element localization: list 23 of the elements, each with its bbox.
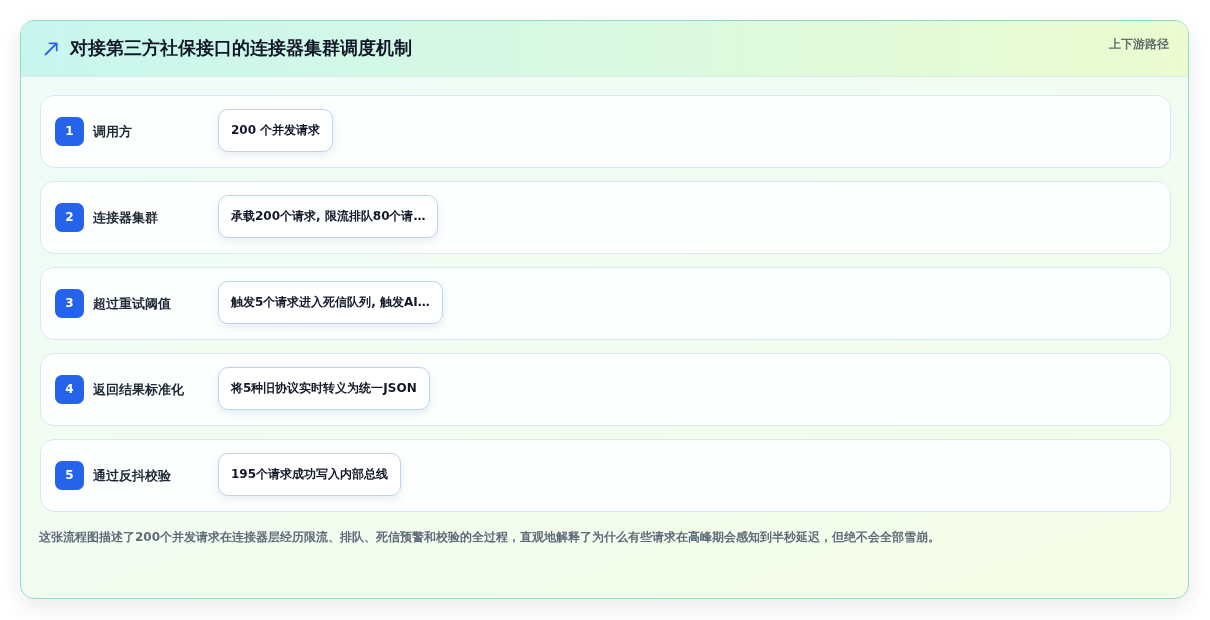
step-name: 返回结果标准化 bbox=[93, 381, 184, 398]
step-number: 5 bbox=[55, 461, 84, 490]
detail-tag: 200 个并发请求 bbox=[218, 109, 334, 152]
caption-text: 这张流程图描述了200个并发请求在连接器层经历限流、排队、死信预警和校验的全过程，直观地解释了为什么有些请求在高峰期会感知到半秒延迟，但绝不会全部雪崩。 bbox=[39, 529, 941, 546]
step-row bbox=[40, 353, 1171, 426]
step-name: 连接器集群 bbox=[93, 209, 158, 226]
step-row bbox=[40, 181, 1171, 254]
step-number: 2 bbox=[55, 203, 84, 232]
step-number: 3 bbox=[55, 289, 84, 318]
detail-tag: 将5种旧协议实时转义为统一JSON bbox=[218, 367, 430, 410]
step-row bbox=[40, 439, 1171, 512]
diagram-title: 对接第三方社保接口的连接器集群调度机制 bbox=[70, 36, 412, 60]
detail-tag: 承载200个请求, 限流排队80个请… bbox=[218, 195, 439, 238]
step-name: 超过重试阈值 bbox=[93, 295, 171, 312]
section-label: 上下游路径 bbox=[1109, 36, 1169, 52]
detail-tag: 195个请求成功写入内部总线 bbox=[218, 453, 402, 496]
step-number: 1 bbox=[55, 117, 84, 146]
step-name: 通过反抖校验 bbox=[93, 467, 171, 484]
step-number: 4 bbox=[55, 375, 84, 404]
step-row bbox=[40, 267, 1171, 340]
step-row bbox=[40, 95, 1171, 168]
detail-tag: 触发5个请求进入死信队列, 触发AI… bbox=[218, 281, 443, 324]
step-name: 调用方 bbox=[93, 123, 132, 140]
